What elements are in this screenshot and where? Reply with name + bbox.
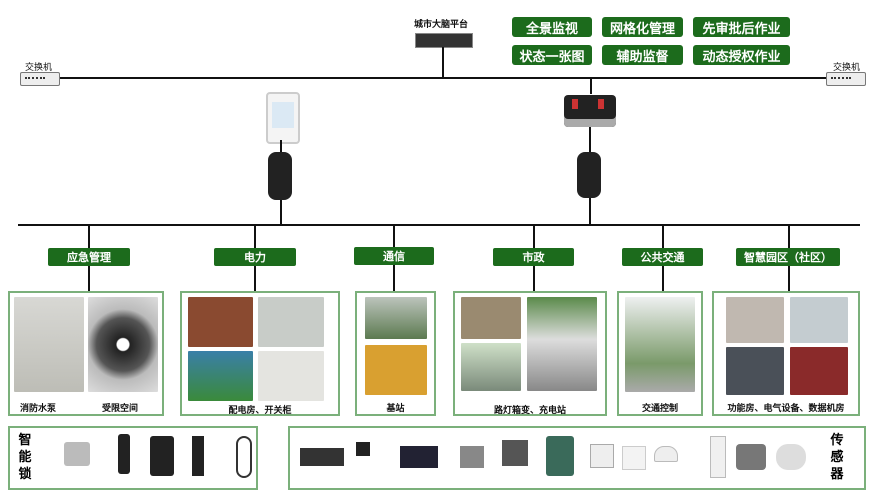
caption: 配电房、开关柜 [228,406,292,416]
platform-label: 城市大脑平台 [414,20,469,30]
door-lock-photo [790,347,848,395]
category-smart-park: 智慧园区（社区） [736,248,840,266]
box-transformer-photo [461,297,521,339]
smart-locks-label: 智能锁 [18,433,32,482]
gateway-icon [564,95,616,127]
camera-sensor-icon [460,446,484,468]
connector [280,140,282,152]
switch-right-label: 交换机 [833,63,861,73]
connector [442,47,444,78]
switch-left-icon [20,72,60,86]
probe-sensor-icon [356,442,370,456]
category-municipal: 市政 [493,248,574,266]
cabinet-photo [258,297,324,347]
caption: 消防水泵 [20,404,57,414]
battery-sensor-icon [546,436,574,476]
caption: 基站 [386,404,405,414]
data-center-photo [726,347,784,395]
category-emergency: 应急管理 [48,248,130,266]
municipal-panel: 路灯箱变、充电站 [453,291,607,416]
top-network-bus [58,77,828,79]
electrical-equipment-photo [790,297,848,343]
server-icon [415,33,473,48]
public-transport-panel: 交通控制 [617,291,703,416]
telecom-panel: 基站 [355,291,436,416]
function-supervision: 辅助监督 [602,45,683,65]
door-lock-icon [192,436,204,476]
bottom-network-bus [18,224,860,226]
sensors-label: 传感器 [830,433,844,482]
lock-controller-icon [268,152,292,200]
water-sensor-icon [776,444,806,470]
smart-park-panel: 功能房、电气设备、数据机房 [712,291,860,416]
street-light-box-photo [527,297,597,391]
function-dynamic-auth: 动态授权作业 [693,45,790,65]
smoke-detector-icon [654,446,678,462]
module-sensor-icon [502,440,528,466]
sensors-panel: 传感器 [288,426,866,490]
power-panel: 配电房、开关柜 [180,291,340,416]
category-telecom: 通信 [354,247,434,265]
controller-sensor-icon [300,448,344,466]
handle-lock-icon [118,434,130,474]
phone-icon [266,92,300,144]
caption: 路灯箱变、充电站 [493,406,566,416]
switch-right-icon [826,72,866,86]
emergency-panel: 消防水泵 受限空间 [8,291,164,416]
cabinet-lock-icon [150,436,174,476]
connector [590,78,592,94]
padlock-icon [64,442,90,466]
function-room-photo [726,297,784,343]
substation-photo [188,351,253,401]
fire-pump-photo [14,297,84,392]
base-station-cabinet-photo [365,345,427,395]
charging-station-photo [461,343,521,391]
smart-locks-panel: 智能锁 [8,426,258,490]
function-grid-management: 网格化管理 [602,17,683,37]
display-sensor-icon [400,446,438,468]
seal-lock-icon [236,436,252,478]
function-panorama: 全景监视 [512,17,592,37]
function-status-map: 状态一张图 [512,45,592,65]
gas-sensor-icon [710,436,726,478]
caption: 交通控制 [641,404,678,414]
fan-sensor-icon [736,444,766,470]
connector [589,127,591,152]
function-approval: 先审批后作业 [693,17,790,37]
traffic-control-photo [625,297,695,392]
humidity-sensor-icon [622,446,646,470]
distribution-room-photo [188,297,253,347]
base-station-photo [365,297,427,339]
connector [589,198,591,225]
lock-controller-icon [577,152,601,198]
caption: 受限空间 [102,404,139,414]
category-power: 电力 [214,248,296,266]
temperature-sensor-icon [590,444,614,468]
switchgear-photo [258,351,324,401]
switch-left-label: 交换机 [25,63,53,73]
confined-space-photo [88,297,158,392]
connector [280,200,282,225]
caption: 功能房、电气设备、数据机房 [727,404,845,414]
category-public-transport: 公共交通 [622,248,703,266]
